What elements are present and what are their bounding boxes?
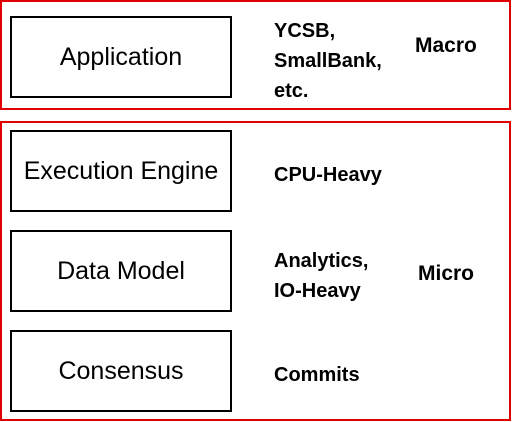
workload-application: YCSB, SmallBank, etc.: [274, 20, 382, 102]
layer-box-execution-engine: Execution Engine: [10, 130, 232, 212]
layer-box-application: Application: [10, 16, 232, 98]
workload-data-model: Analytics, IO-Heavy: [274, 250, 369, 302]
layer-box-data-model: Data Model: [10, 230, 232, 312]
macro-label: Macro: [415, 34, 477, 57]
macro-group: [0, 0, 511, 110]
layer-label-data-model: Data Model: [57, 256, 185, 285]
workload-consensus: Commits: [274, 364, 360, 386]
layer-box-consensus: Consensus: [10, 330, 232, 412]
micro-group: [0, 121, 511, 421]
layer-label-execution-engine: Execution Engine: [23, 156, 219, 185]
micro-label: Micro: [418, 262, 475, 285]
layer-label-application: Application: [59, 42, 183, 71]
workload-execution-engine: CPU-Heavy: [274, 164, 382, 186]
layer-label-consensus: Consensus: [58, 356, 184, 385]
